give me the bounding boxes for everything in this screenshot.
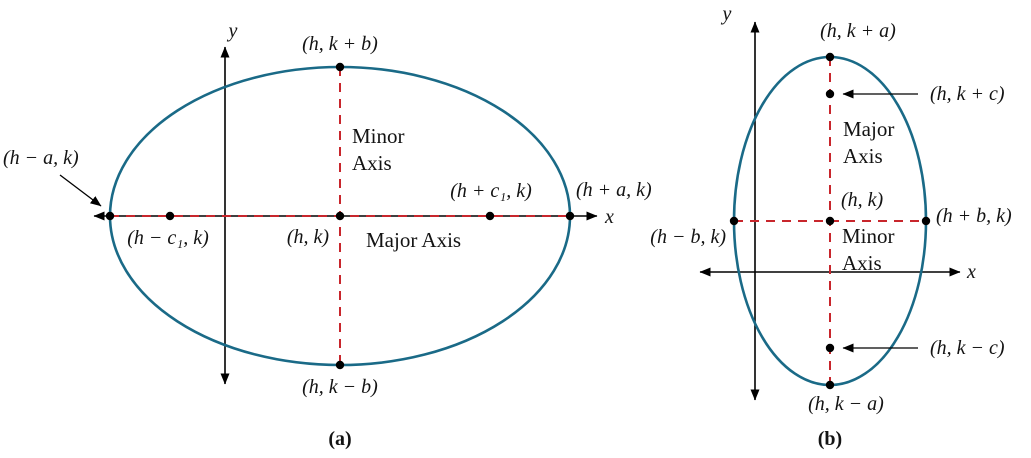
point-upper-focus-b — [825, 89, 835, 99]
caption-a: (a) — [328, 428, 351, 450]
label-left-focus-a: (h − c₁, k) — [127, 227, 209, 249]
point-left-vertex-a — [105, 211, 115, 221]
x-axis-label-b: x — [966, 261, 976, 283]
label-top-vertex-b: (h, k + a) — [820, 20, 896, 42]
point-right-focus-a — [485, 211, 495, 221]
y-axis-label-b: y — [721, 3, 732, 25]
label-right-focus-a: (h + c₁, k) — [450, 180, 532, 202]
label-right-vertex-a: (h + a, k) — [576, 179, 652, 201]
major-axis-text: Major Axis — [366, 228, 461, 252]
point-center-a — [335, 211, 345, 221]
label-lower-focus-b: (h, k − c) — [930, 337, 1005, 359]
point-bottom-vertex-b — [825, 380, 835, 390]
point-left-covertex-b — [729, 216, 739, 226]
diagram-b: y x (h, k + a) (h, k − a) (h, k + c) (h,… — [650, 3, 1012, 450]
point-top-covertex-a — [335, 62, 345, 72]
label-center-a: (h, k) — [287, 226, 330, 248]
minor-axis-text-line2-b: Axis — [842, 251, 882, 275]
label-left-vertex-a: (h − a, k) — [3, 147, 79, 169]
label-bottom-vertex-b: (h, k − a) — [808, 393, 884, 415]
label-bottom-covertex-a: (h, k − b) — [302, 376, 378, 398]
point-lower-focus-b — [825, 343, 835, 353]
label-top-covertex-a: (h, k + b) — [302, 33, 378, 55]
x-axis-label-a: x — [604, 206, 614, 228]
diagram-a: y x (h, k + b) (h, k − b) (h − a, k) (h … — [3, 20, 652, 450]
minor-axis-text-line1: Minor — [352, 124, 405, 148]
point-left-focus-a — [165, 211, 175, 221]
left-vertex-pointer-arrow-icon — [59, 174, 102, 207]
point-bottom-covertex-a — [335, 360, 345, 370]
minor-axis-text-line2: Axis — [352, 151, 392, 175]
label-left-covertex-b: (h − b, k) — [650, 226, 726, 248]
caption-b: (b) — [818, 428, 842, 450]
point-right-vertex-a — [565, 211, 575, 221]
point-top-vertex-b — [825, 52, 835, 62]
label-center-b: (h, k) — [841, 189, 884, 211]
minor-axis-text-line1-b: Minor — [842, 224, 895, 248]
point-center-b — [825, 216, 835, 226]
major-axis-text-line2-b: Axis — [843, 144, 883, 168]
label-upper-focus-b: (h, k + c) — [930, 83, 1005, 105]
label-right-covertex-b: (h + b, k) — [936, 205, 1012, 227]
point-right-covertex-b — [921, 216, 931, 226]
major-axis-text-line1-b: Major — [843, 117, 894, 141]
y-axis-label-a: y — [227, 20, 238, 42]
